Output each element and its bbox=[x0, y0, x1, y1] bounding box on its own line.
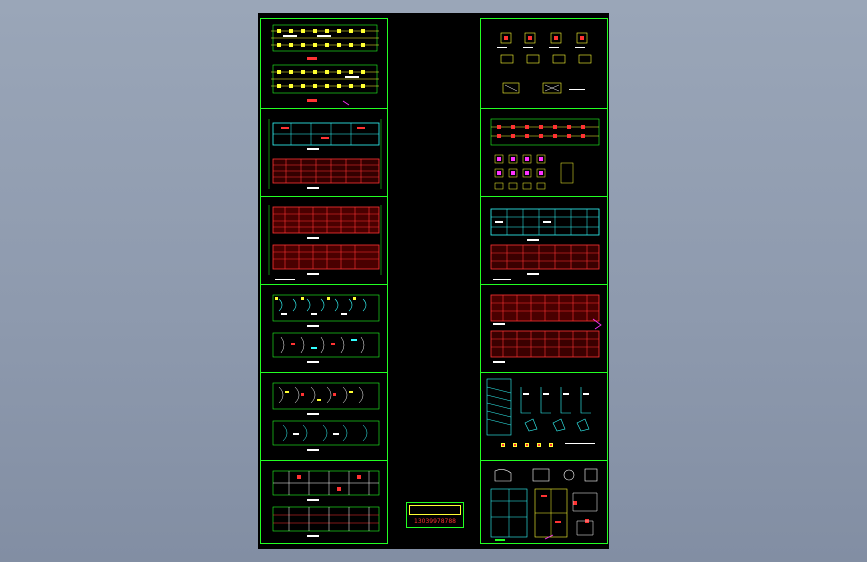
second-floor-beam-plan-drawing bbox=[268, 205, 382, 280]
beam-reinforcement-plan-drawing bbox=[490, 208, 600, 280]
third-floor-slab-plan-drawing bbox=[272, 294, 380, 363]
fourth-floor-slab-plan-drawing bbox=[272, 382, 380, 451]
node-details-drawing bbox=[490, 468, 598, 541]
panel-slab-reinforcement-plan[interactable] bbox=[481, 285, 607, 373]
column-section-details-drawing bbox=[497, 32, 592, 94]
panel-fourth-floor-slab-plan[interactable] bbox=[261, 373, 387, 461]
panel-node-details[interactable] bbox=[481, 461, 607, 545]
panel-foundation-plan[interactable] bbox=[261, 19, 387, 109]
title-block-phone: 13039978788 bbox=[414, 518, 456, 525]
first-floor-beam-plan-drawing bbox=[268, 119, 382, 189]
panel-column-layout-plan[interactable] bbox=[481, 109, 607, 197]
roof-plan-drawing bbox=[272, 470, 380, 537]
right-drawing-column[interactable] bbox=[480, 18, 608, 544]
foundation-plan-drawing bbox=[271, 24, 379, 106]
column-layout-plan-drawing bbox=[490, 118, 600, 190]
left-drawing-column[interactable] bbox=[260, 18, 388, 544]
panel-first-floor-beam-plan[interactable] bbox=[261, 109, 387, 197]
panel-roof-plan[interactable] bbox=[261, 461, 387, 545]
panel-column-section-details[interactable] bbox=[481, 19, 607, 109]
drawing-sheet[interactable]: 13039978788 bbox=[258, 13, 609, 549]
title-block-title bbox=[409, 505, 461, 515]
slab-reinforcement-plan-drawing bbox=[490, 294, 602, 363]
title-block[interactable]: 13039978788 bbox=[406, 502, 464, 528]
panel-beam-reinforcement-plan[interactable] bbox=[481, 197, 607, 285]
stair-details-drawing bbox=[486, 378, 595, 447]
panel-stair-details[interactable] bbox=[481, 373, 607, 461]
panel-second-floor-beam-plan[interactable] bbox=[261, 197, 387, 285]
panel-third-floor-slab-plan[interactable] bbox=[261, 285, 387, 373]
